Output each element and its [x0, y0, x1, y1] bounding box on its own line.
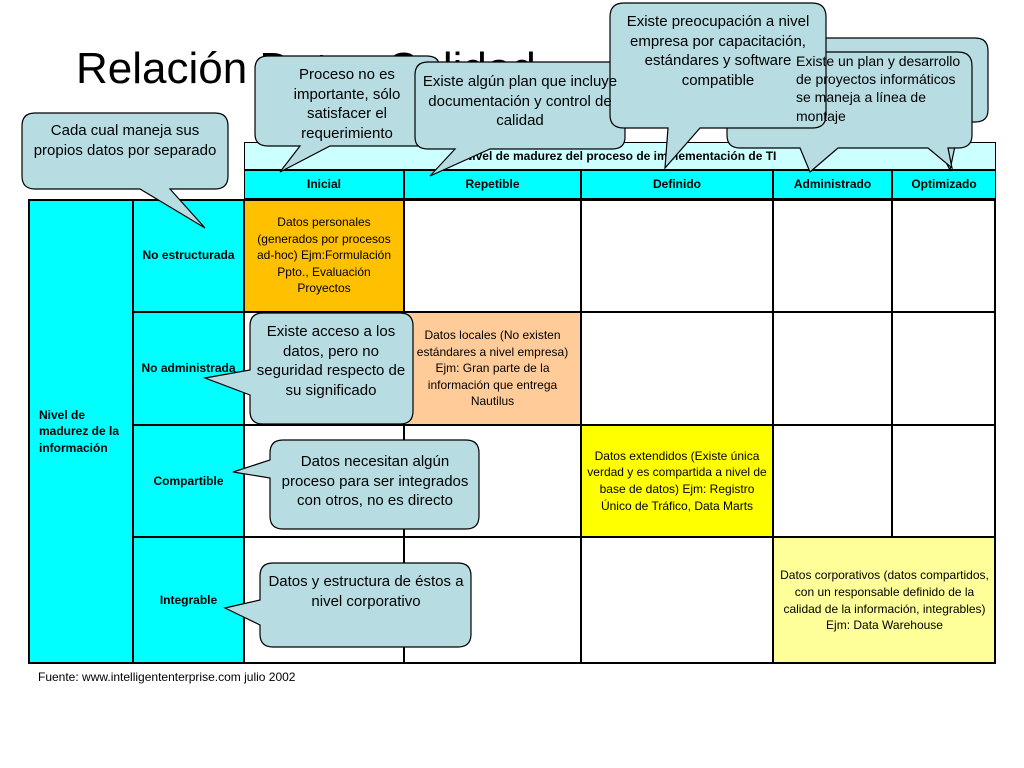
- cell-r2-definido: [581, 312, 773, 425]
- callout-proceso: Proceso no es importante, sólo satisface…: [293, 66, 401, 142]
- cell-r1-definido: [581, 199, 773, 312]
- callout-estructura: Datos y estructura de éstos a nivel corp…: [268, 573, 464, 610]
- callout-cada-cual: Cada cual maneja sus propios datos por s…: [33, 122, 217, 159]
- cell-r3-administrado: [773, 425, 892, 537]
- callout-plan-desarrollo: Existe un plan y desarrollo de proyectos…: [796, 53, 961, 124]
- col-header-administrado: Administrado: [773, 170, 892, 199]
- col-header-definido: Definido: [581, 170, 773, 199]
- row-label-no-administrada: No administrada: [133, 312, 244, 425]
- cell-r2-administrado: [773, 312, 892, 425]
- row-label-compartible: Compartible: [133, 425, 244, 537]
- row-label-no-estructurada: No estructurada: [133, 199, 244, 312]
- maturity-table: Nivel de madurez del proceso de implemen…: [28, 142, 996, 664]
- cell-r1-inicial: Datos personales (generados por procesos…: [244, 199, 404, 312]
- cell-r2-optimizado: [892, 312, 996, 425]
- col-header-optimizado: Optimizado: [892, 170, 996, 199]
- cell-r3-definido: Datos extendidos (Existe única verdad y …: [581, 425, 773, 537]
- col-header-repetible: Repetible: [404, 170, 581, 199]
- cell-r3-optimizado: [892, 425, 996, 537]
- callout-documentacion: Existe algún plan que incluye documentac…: [422, 73, 618, 129]
- source-note: Fuente: www.intelligententerprise.com ju…: [38, 670, 296, 684]
- row-group-label: Nivel de madurez de la información: [28, 199, 133, 664]
- callout-integrados: Datos necesitan algún proceso para ser i…: [281, 453, 469, 509]
- table-main-header: Nivel de madurez del proceso de implemen…: [244, 142, 996, 170]
- cell-r1-repetible: [404, 199, 581, 312]
- cell-r2-repetible: Datos locales (No existen estándares a n…: [404, 312, 581, 425]
- row-label-integrable: Integrable: [133, 537, 244, 664]
- cell-r4-definido: [581, 537, 773, 664]
- cell-r1-optimizado: [892, 199, 996, 312]
- col-header-inicial: Inicial: [244, 170, 404, 199]
- cell-r1-administrado: [773, 199, 892, 312]
- callout-preocupacion: Existe preocupación a nivel empresa por …: [626, 13, 810, 89]
- cell-r4-administrado: Datos corporativos (datos compartidos, c…: [773, 537, 996, 664]
- callout-acceso: Existe acceso a los datos, pero no segur…: [256, 323, 406, 399]
